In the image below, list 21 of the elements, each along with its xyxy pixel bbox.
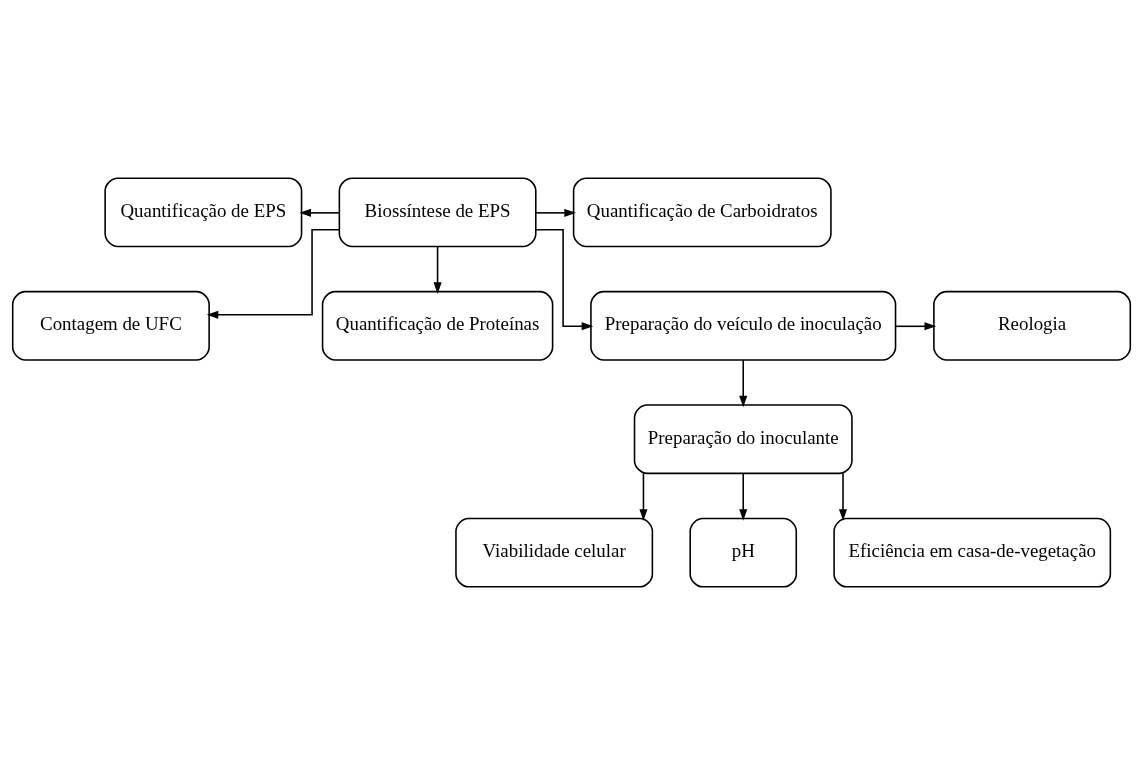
arrow xyxy=(739,358,748,407)
node-box: Quantificação de Carboidratos xyxy=(572,176,832,247)
node-box: Preparação do veículo de inoculação xyxy=(590,290,897,361)
node-box: Contagem de UFC xyxy=(11,290,210,361)
arrow xyxy=(894,321,937,330)
arrow xyxy=(206,228,341,319)
node-box: Quantificação de EPS xyxy=(104,176,303,247)
arrow xyxy=(838,472,848,521)
arrow xyxy=(535,228,594,330)
arrow xyxy=(639,472,648,521)
arrow xyxy=(433,245,442,294)
node-box: pH xyxy=(689,517,798,588)
arrow xyxy=(299,208,341,217)
arrow xyxy=(739,472,748,521)
node-box: Eficiência em casa-de-vegetação xyxy=(833,517,1112,588)
node-box: Preparação do inoculante xyxy=(633,403,853,474)
node-box: Reologia xyxy=(933,290,1132,361)
node-box: Quantificação de Proteínas xyxy=(321,290,554,361)
node-box: Biossíntese de EPS xyxy=(338,176,537,247)
arrow xyxy=(535,208,576,217)
node-box: Viabilidade celular xyxy=(455,517,654,588)
